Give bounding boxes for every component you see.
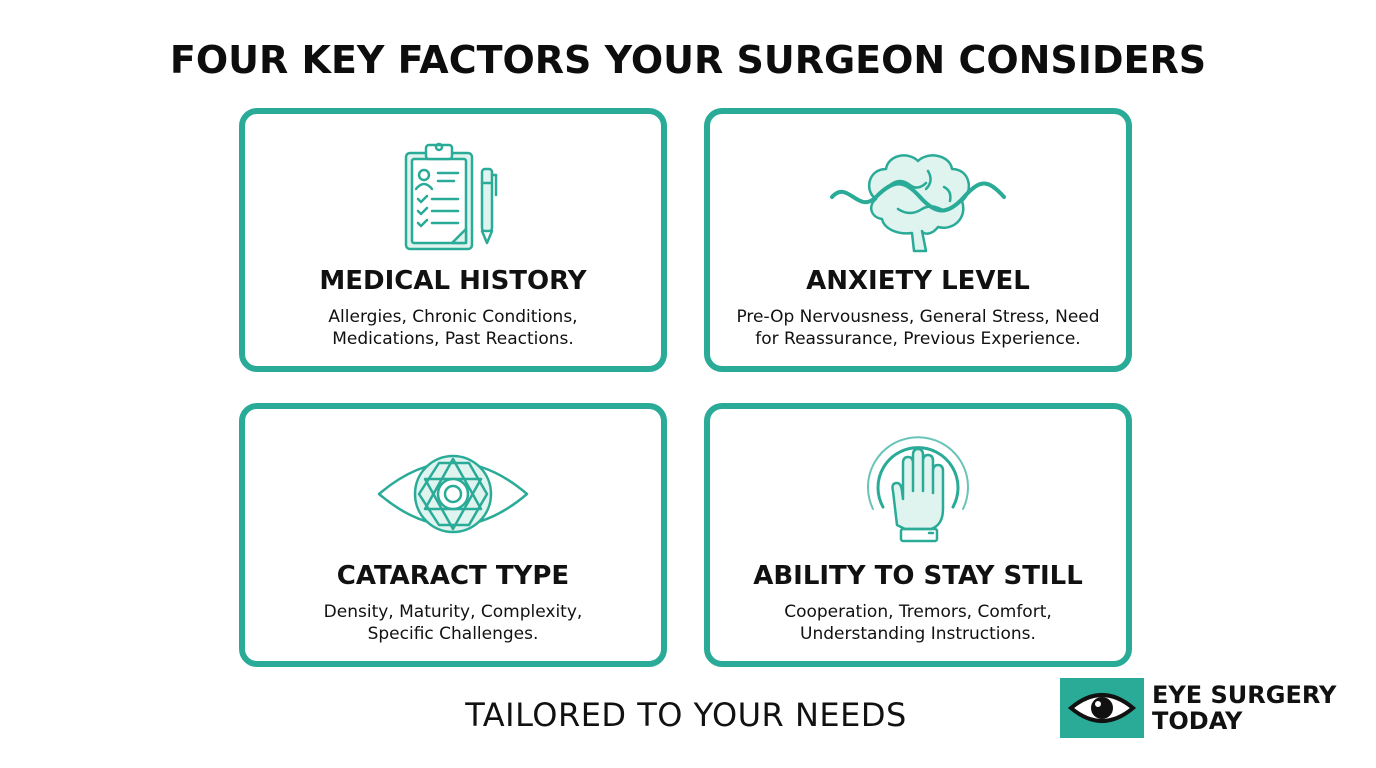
card-title: ABILITY TO STAY STILL [753,561,1083,591]
card-anxiety-level: ANXIETY LEVEL Pre-Op Nervousness, Genera… [704,108,1132,372]
brain-icon [710,134,1126,264]
eye-icon [245,429,661,559]
card-title: ANXIETY LEVEL [806,266,1030,296]
card-description: Pre-Op Nervousness, General Stress, Need… [736,307,1100,349]
logo-text: EYE SURGERY TODAY [1152,681,1337,735]
card-title: CATARACT TYPE [336,561,570,591]
clipboard-icon [245,134,661,264]
card-description: Cooperation, Tremors, Comfort, Understan… [784,602,1052,644]
card-medical-history: MEDICAL HISTORY Allergies, Chronic Condi… [239,108,667,372]
card-description: Allergies, Chronic Conditions, Medicatio… [328,307,578,349]
hand-icon [710,429,1126,559]
card-title: MEDICAL HISTORY [319,266,587,296]
page-title: FOUR KEY FACTORS YOUR SURGEON CONSIDERS [169,38,1207,82]
eye-logo-icon [1060,678,1144,738]
card-cataract-type: CATARACT TYPE Density, Maturity, Complex… [239,403,667,667]
tagline: TAILORED TO YOUR NEEDS [465,696,907,734]
brand-logo: EYE SURGERY TODAY [1060,678,1336,738]
card-ability-to-stay-still: ABILITY TO STAY STILL Cooperation, Tremo… [704,403,1132,667]
card-description: Density, Maturity, Complexity, Specific … [323,602,583,644]
